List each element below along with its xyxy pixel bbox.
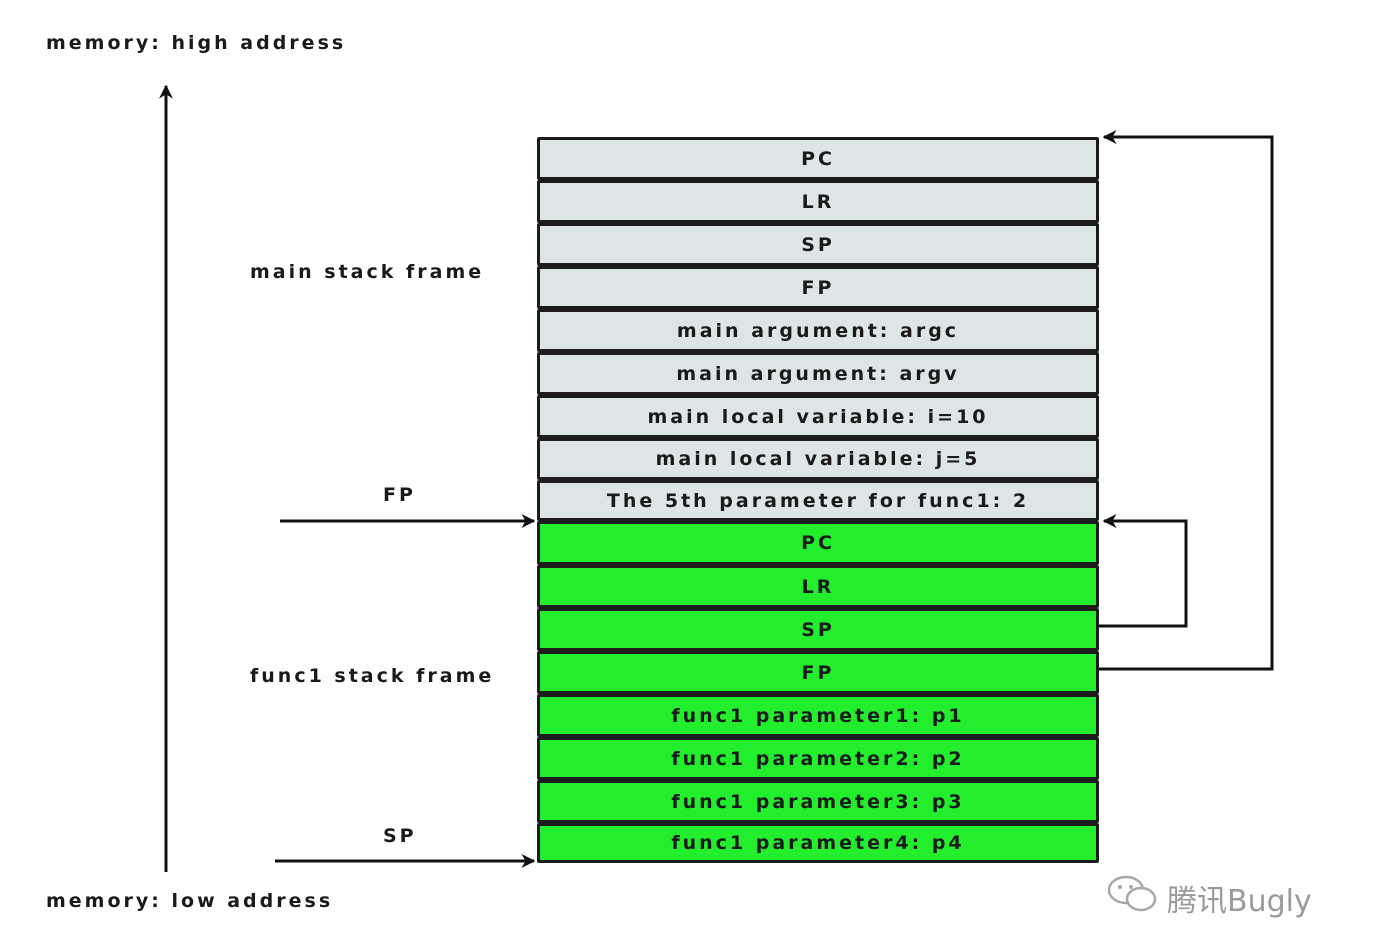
main-sp-cell: SP xyxy=(537,223,1099,266)
func1-param1-cell: func1 parameter1: p1 xyxy=(537,694,1099,737)
func1-param2-cell: func1 parameter2: p2 xyxy=(537,737,1099,780)
main-fp-cell: FP xyxy=(537,266,1099,309)
wechat-icon xyxy=(1105,872,1161,924)
main-argc-cell: main argument: argc xyxy=(537,309,1099,352)
saved-fp-link-arrow xyxy=(1099,130,1274,671)
func1-lr-cell: LR xyxy=(537,565,1099,608)
func1-param4-cell: func1 parameter4: p4 xyxy=(537,823,1099,863)
func1-fifth-param-cell: The 5th parameter for func1: 2 xyxy=(537,480,1099,521)
main-frame-label: main stack frame xyxy=(250,261,485,283)
main-local-i-cell: main local variable: i=10 xyxy=(537,395,1099,438)
func1-fp-cell: FP xyxy=(537,651,1099,694)
main-local-j-cell: main local variable: j=5 xyxy=(537,438,1099,480)
watermark: 腾讯Bugly xyxy=(1105,872,1312,924)
saved-sp-link-arrow xyxy=(1099,514,1188,628)
func1-sp-cell: SP xyxy=(537,608,1099,651)
main-lr-cell: LR xyxy=(537,180,1099,223)
func1-frame-label: func1 stack frame xyxy=(250,665,495,687)
main-pc-cell: PC xyxy=(537,137,1099,180)
fp-pointer-label: FP xyxy=(383,484,416,506)
low-address-label: memory: low address xyxy=(46,890,334,912)
high-address-label: memory: high address xyxy=(46,32,347,54)
func1-pc-cell: PC xyxy=(537,521,1099,565)
sp-pointer-label: SP xyxy=(383,825,417,847)
watermark-text: 腾讯Bugly xyxy=(1167,884,1312,919)
func1-param3-cell: func1 parameter3: p3 xyxy=(537,780,1099,823)
main-argv-cell: main argument: argv xyxy=(537,352,1099,395)
